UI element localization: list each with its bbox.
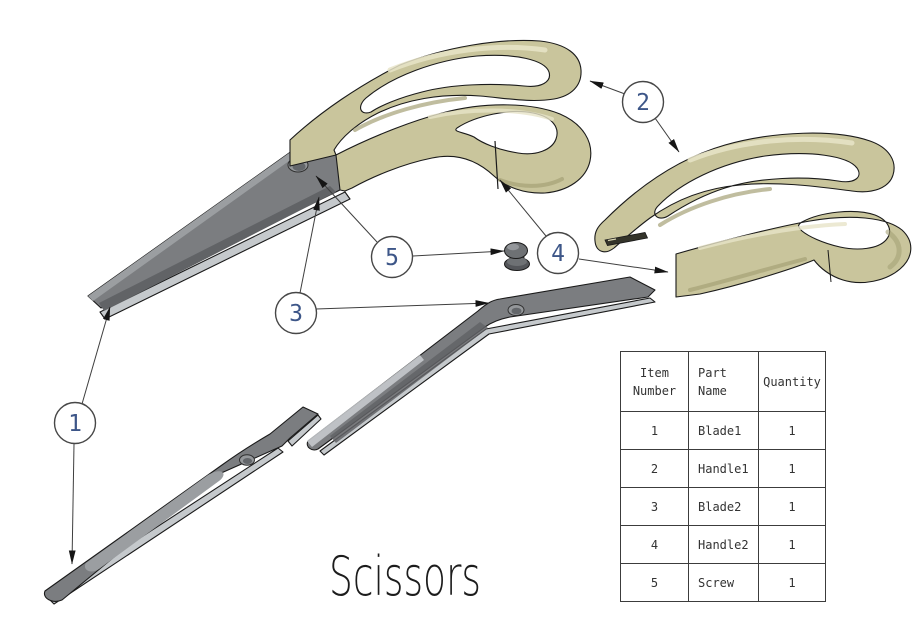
- bom-cell-qty[interactable]: 1: [758, 411, 826, 450]
- bom-cell-qty[interactable]: 1: [758, 449, 826, 488]
- leader-4-to-handle2: [578, 258, 669, 274]
- bom-cell-qty[interactable]: 1: [758, 563, 826, 602]
- balloon-5[interactable]: 5: [370, 235, 414, 279]
- assembled-blade1: [87, 150, 345, 309]
- bom-cell-part[interactable]: Handle1: [688, 449, 759, 488]
- balloon-3-number: 3: [289, 301, 303, 327]
- bom-cell-part[interactable]: Handle2: [688, 525, 759, 564]
- bom-cell-item[interactable]: 2: [620, 449, 689, 488]
- handle1-sep-highlight: [687, 136, 855, 163]
- blade1-tang-edge: [287, 414, 322, 447]
- leader-4-to-assembly: [499, 179, 547, 237]
- leader-1-to-blade1: [68, 443, 76, 565]
- bom-cell-part[interactable]: Blade1: [688, 411, 759, 450]
- leader-3-to-assembly: [299, 196, 320, 294]
- leader-lines: [68, 80, 680, 565]
- balloon-1[interactable]: 1: [53, 401, 97, 445]
- blade1-bevel-strip: [84, 471, 224, 572]
- blade1-edge: [47, 447, 284, 605]
- bom-cell-item[interactable]: 4: [620, 525, 689, 564]
- handle1-body: [594, 132, 895, 253]
- part-blade1[interactable]: [43, 406, 322, 605]
- bom-cell-item[interactable]: 1: [620, 411, 689, 450]
- blade2-hole: [511, 307, 522, 315]
- bom-header-item-number[interactable]: Item Number: [620, 351, 689, 412]
- bom-cell-part[interactable]: Blade2: [688, 487, 759, 526]
- handle1-slot: [604, 232, 649, 246]
- leader-1-to-assembly: [81, 306, 111, 405]
- balloon-2[interactable]: 2: [621, 80, 665, 124]
- handle2-loop-shadow: [885, 229, 902, 270]
- leader-5-to-screw: [412, 248, 505, 257]
- handle1-highlight: [387, 44, 548, 73]
- handle2-crease: [827, 249, 832, 283]
- bom-table: Item Number Part Name Quantity 1 Blade1 …: [620, 351, 826, 602]
- bom-cell-qty[interactable]: 1: [758, 525, 826, 564]
- leader-2-to-handle1: [654, 117, 680, 153]
- handle2-sep-highlight: [698, 222, 847, 250]
- handle1-slot-glint: [607, 238, 617, 242]
- handle2-sep-shadow: [688, 257, 807, 292]
- bom-row-3: 3 Blade2 1: [620, 487, 826, 526]
- bom-row-4: 4 Handle2 1: [620, 525, 826, 564]
- bom-header-row: Item Number Part Name Quantity: [620, 351, 826, 412]
- balloon-3[interactable]: 3: [274, 291, 318, 335]
- leader-5-to-assembly: [315, 175, 378, 243]
- bom-header-quantity[interactable]: Quantity: [758, 351, 826, 412]
- bom-header-part-name[interactable]: Part Name: [688, 351, 759, 412]
- bom-row-5: 5 Screw 1: [620, 563, 826, 602]
- bom-cell-part[interactable]: Screw: [688, 563, 759, 602]
- part-screw[interactable]: [504, 242, 530, 271]
- bom-row-1: 1 Blade1 1: [620, 411, 826, 450]
- blade2-bevel: [330, 322, 488, 443]
- handle1-shadow: [353, 96, 467, 132]
- balloon-5-circle[interactable]: [370, 235, 414, 279]
- handle-parting-crease: [494, 140, 499, 190]
- handle2-highlight: [428, 108, 554, 121]
- blade2-tip-face: [307, 355, 424, 447]
- balloon-4-circle[interactable]: [536, 231, 580, 275]
- handle1-sep-shadow: [658, 187, 772, 227]
- balloon-2-circle[interactable]: [621, 80, 665, 124]
- balloon-4-number: 4: [551, 241, 565, 267]
- balloon-2-number: 2: [636, 90, 650, 116]
- leader-2-to-assembly: [589, 80, 626, 95]
- blade1-hole: [242, 458, 253, 464]
- leader-3-to-blade2: [315, 300, 490, 310]
- assembled-blade-top-face: [88, 151, 296, 301]
- bom-cell-qty[interactable]: 1: [758, 487, 826, 526]
- handle2-body: [675, 210, 912, 298]
- part-handle1[interactable]: [594, 132, 895, 253]
- bom-cell-item[interactable]: 5: [620, 563, 689, 602]
- part-handle2[interactable]: [675, 210, 912, 298]
- bom-row-2: 2 Handle1 1: [620, 449, 826, 488]
- balloon-5-number: 5: [385, 245, 399, 271]
- drawing-title: Scissors: [329, 545, 481, 608]
- assembled-scissors[interactable]: [87, 39, 592, 320]
- balloon-1-number: 1: [68, 411, 82, 437]
- screw-washer-top: [507, 257, 527, 266]
- balloon-3-circle[interactable]: [274, 291, 318, 335]
- balloon-1-circle[interactable]: [53, 401, 97, 445]
- screw-head-highlight: [507, 243, 519, 251]
- balloon-4[interactable]: 4: [536, 231, 580, 275]
- assembled-blade-bevel: [99, 186, 336, 311]
- bom-cell-item[interactable]: 3: [620, 487, 689, 526]
